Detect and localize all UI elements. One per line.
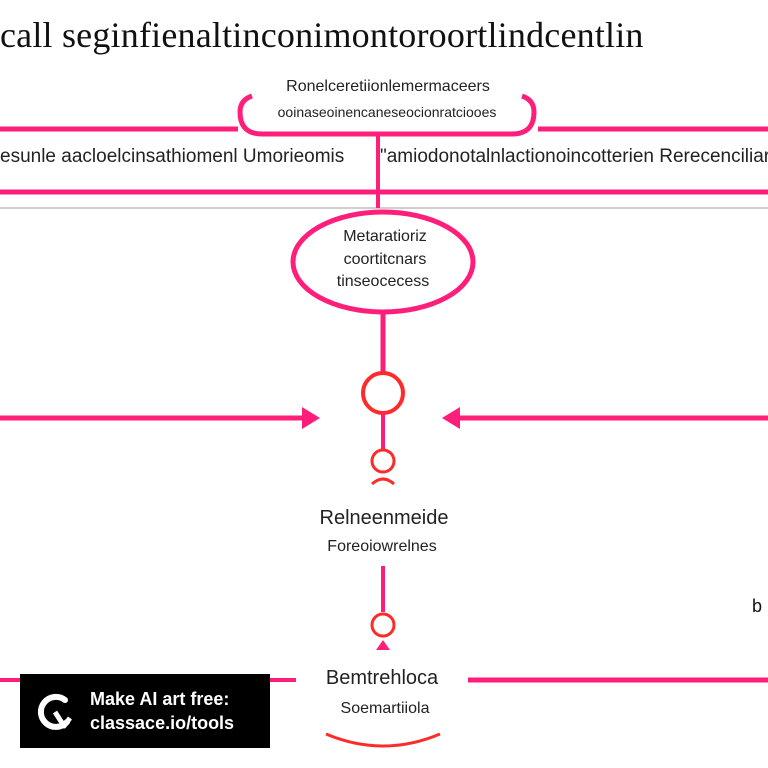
person-icon	[370, 448, 396, 486]
watermark-line-1: Make AI art free:	[90, 689, 230, 709]
classace-logo-icon	[37, 693, 72, 730]
mid-node-subtitle: Foreoiowrelnes	[327, 538, 437, 555]
band-right-text: "amiodonotalnlactionoincotterien Rerecen…	[380, 146, 768, 167]
bottom-arc	[325, 732, 441, 748]
edge-label: b	[752, 596, 763, 616]
bottom-node-title: Bemtrehloca	[325, 667, 439, 689]
person-icon-lower	[370, 612, 396, 650]
band-left-text: esunle aacloelcinsathiomenl Umorieomis	[0, 146, 345, 167]
watermark-badge[interactable]: Make AI art free: classace.io/tools	[20, 674, 270, 748]
ellipse-line-1: Metaratioriz	[343, 228, 427, 245]
diagram-title: call seginfienaltinconimontoroortlindcen…	[0, 15, 644, 55]
watermark-text: Make AI art free: classace.io/tools	[90, 687, 234, 735]
watermark-line-2: classace.io/tools	[90, 713, 235, 733]
ellipse-line-2: coortitcnars	[343, 251, 427, 268]
left-arrowhead	[302, 407, 320, 429]
mid-node-title: Relneenmeide	[319, 507, 449, 529]
top-box-line-2: ooinaseoinencaneseocionratciooes	[277, 104, 497, 120]
top-bracket	[237, 93, 537, 137]
right-arrowhead	[442, 407, 460, 429]
ellipse-line-3: tinseocecess	[336, 273, 430, 290]
top-box-line-1: Ronelceretiionlemermaceers	[286, 78, 490, 95]
junction-node	[361, 371, 405, 415]
bottom-node-subtitle: Soemartiiola	[340, 700, 430, 717]
